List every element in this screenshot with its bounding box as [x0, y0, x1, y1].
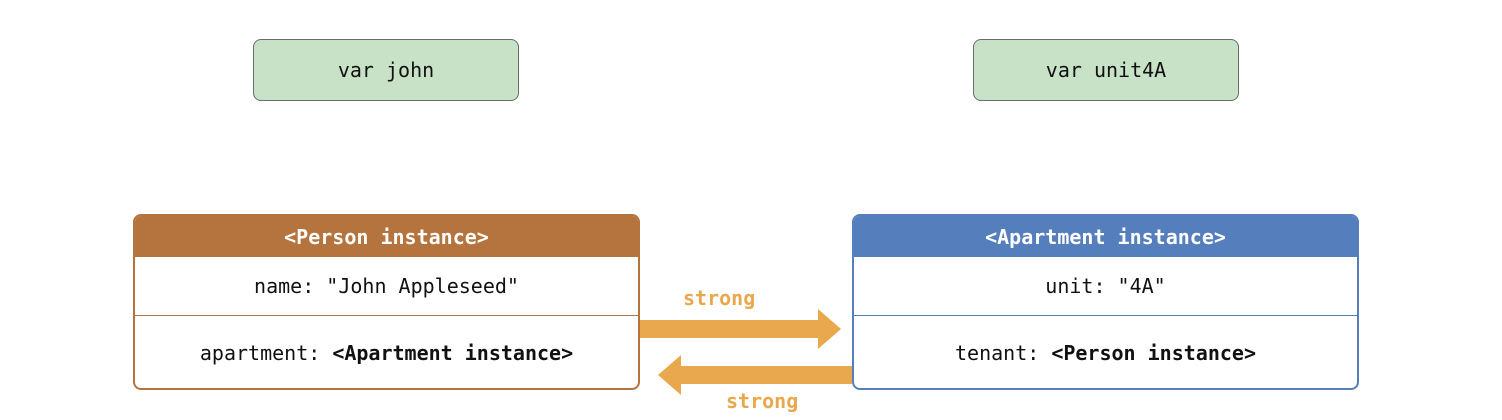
- apartment-instance-box: <Apartment instance> unit: "4A" tenant: …: [852, 214, 1359, 390]
- person-name-key: name:: [254, 274, 327, 298]
- person-instance-box: <Person instance> name: "John Appleseed"…: [133, 214, 640, 390]
- strong-arrow-apartment-to-person: [658, 355, 852, 395]
- apartment-instance-header: <Apartment instance>: [854, 216, 1357, 257]
- person-instance-header: <Person instance>: [135, 216, 638, 257]
- person-apartment-property: apartment: <Apartment instance>: [135, 316, 638, 388]
- strong-arrow-person-to-apartment: [640, 309, 841, 349]
- person-name-value: "John Appleseed": [326, 274, 519, 298]
- person-apartment-value: <Apartment instance>: [332, 340, 574, 365]
- apartment-tenant-property: tenant: <Person instance>: [854, 316, 1357, 388]
- apartment-tenant-value: <Person instance>: [1051, 340, 1257, 365]
- apartment-unit-value: "4A": [1117, 274, 1166, 298]
- apartment-tenant-key: tenant:: [954, 340, 1052, 365]
- variable-unit4a-box: var unit4A: [973, 39, 1239, 101]
- person-apartment-key: apartment:: [199, 340, 333, 365]
- apartment-unit-property: unit: "4A": [854, 257, 1357, 316]
- strong-label-bottom: strong: [726, 389, 799, 413]
- variable-unit4a-label: var unit4A: [1045, 58, 1167, 82]
- strong-label-top: strong: [683, 286, 756, 310]
- person-name-property: name: "John Appleseed": [135, 257, 638, 316]
- variable-john-label: var john: [337, 58, 435, 82]
- variable-john-box: var john: [253, 39, 519, 101]
- apartment-unit-key: unit:: [1045, 274, 1118, 298]
